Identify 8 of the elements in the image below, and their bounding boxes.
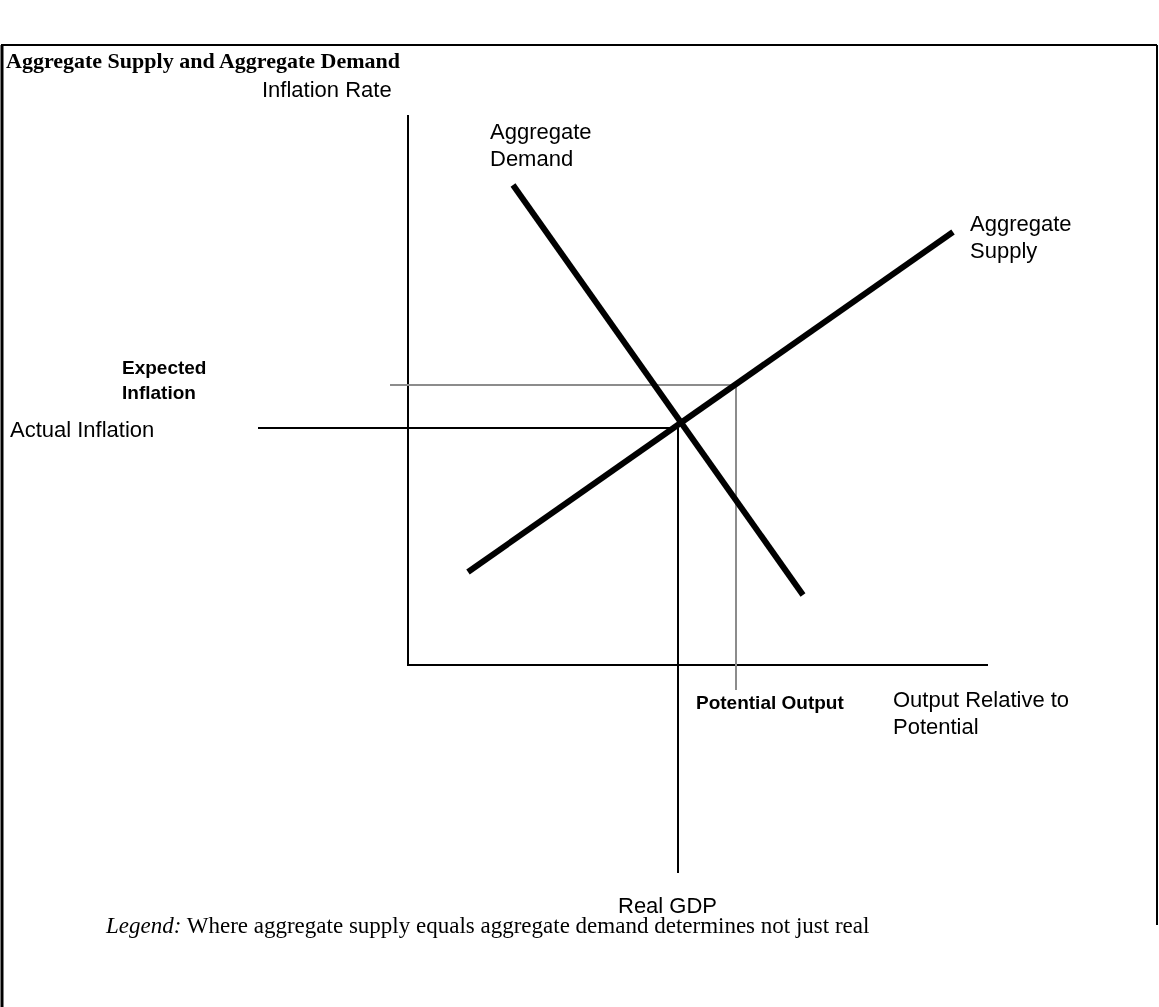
axis-label: Inflation Rate: [262, 76, 393, 103]
curve-label: Aggregate Demand: [490, 118, 593, 172]
axis-value-label: Potential Output: [696, 691, 845, 715]
axis-value-label: Actual Inflation: [10, 416, 156, 443]
axis-value-label: Expected Inflation: [122, 356, 208, 405]
title: Aggregate Supply and Aggregate Demand: [6, 48, 400, 74]
axis-label: Output Relative to Potential: [893, 686, 1071, 740]
curve-label: Aggregate Supply: [970, 210, 1073, 264]
